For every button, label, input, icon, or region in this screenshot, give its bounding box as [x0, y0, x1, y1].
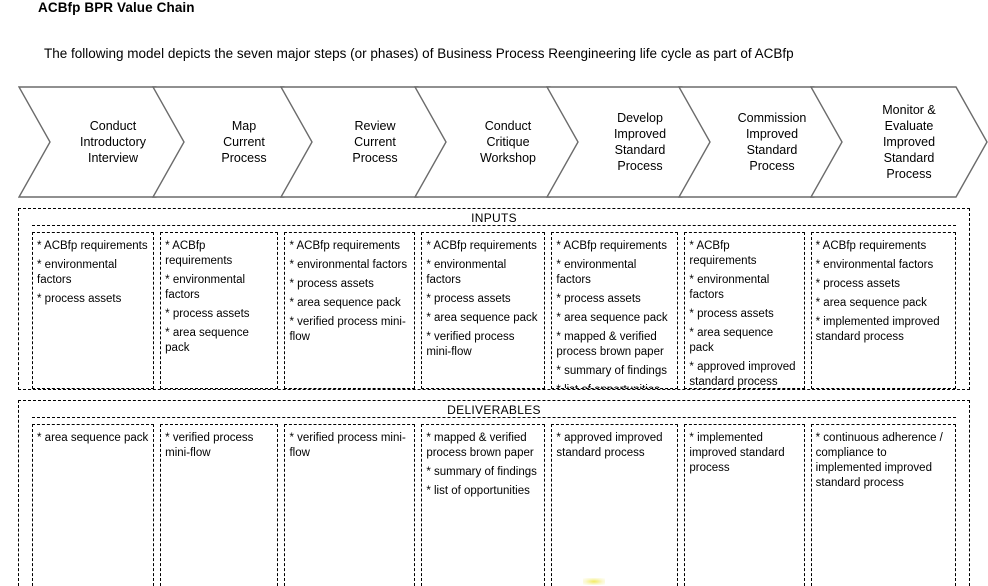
deliverables-column-7: * continuous adherence / compliance to i… — [810, 424, 956, 586]
inputs-section-title: INPUTS — [19, 211, 969, 225]
list-item: * continuous adherence / compliance to i… — [815, 432, 943, 489]
list-item: * implemented improved standard process — [689, 432, 785, 474]
deliverables-columns: * area sequence pack * verified process m… — [32, 424, 956, 586]
list-item: * approved improved standard process — [689, 361, 796, 388]
deliverables-section: DELIVERABLES * area sequence pack * verif… — [18, 400, 970, 586]
list-item: * area sequence pack — [37, 432, 149, 444]
list-item: * area sequence pack — [689, 327, 774, 354]
list-item: * environmental factors — [426, 259, 507, 286]
deliverables-section-title: DELIVERABLES — [19, 403, 969, 417]
list-item: * environmental factors — [815, 259, 934, 271]
inputs-column-5: * ACBfp requirements * environmental fact… — [551, 232, 679, 389]
deliverables-column-6: * implemented improved standard process — [684, 424, 805, 586]
list-item: * environmental factors — [289, 259, 408, 271]
list-item: * ACBfp requirements — [426, 240, 537, 252]
list-item: * list of opportunities — [426, 485, 530, 497]
list-item: * process assets — [426, 293, 511, 305]
list-item: * process assets — [165, 308, 250, 320]
list-item: * area sequence pack — [815, 297, 927, 309]
chevron-shape — [810, 86, 988, 198]
deliverables-column-2: * verified process mini-flow — [160, 424, 279, 586]
list-item: * approved improved standard process — [556, 432, 663, 459]
deliverables-column-5: * approved improved standard process — [551, 424, 679, 586]
list-item: * ACBfp requirements — [689, 240, 757, 267]
list-item: * summary of findings — [556, 365, 667, 377]
inputs-column-6: * ACBfp requirements * environmental fact… — [684, 232, 805, 389]
list-item: * environmental factors — [37, 259, 117, 286]
list-item: * area sequence pack — [556, 312, 668, 324]
list-item: * ACBfp requirements — [289, 240, 401, 252]
list-item: * environmental factors — [689, 274, 770, 301]
inputs-section-inner: * ACBfp requirements * environmental fact… — [32, 225, 956, 389]
list-item: * mapped & verified process brown paper — [556, 331, 664, 358]
list-item: * list of opportunities — [556, 383, 673, 388]
list-item: * process assets — [37, 293, 122, 305]
deliverables-section-inner: * area sequence pack * verified process m… — [32, 417, 956, 586]
list-item: * process assets — [556, 293, 641, 305]
list-item: * area sequence pack — [426, 312, 538, 324]
list-item: * environmental factors — [165, 274, 246, 301]
inputs-column-3: * ACBfp requirements * environmental fact… — [284, 232, 416, 389]
list-item: * ACBfp requirements — [37, 240, 148, 252]
list-item: * summary of findings — [426, 466, 537, 478]
deliverables-column-3: * verified process mini-flow — [284, 424, 416, 586]
inputs-column-2: * ACBfp requirements * environmental fact… — [160, 232, 279, 389]
list-item: * area sequence pack — [289, 297, 401, 309]
list-item: * area sequence pack — [165, 327, 249, 354]
inputs-column-7: * ACBfp requirements * environmental fact… — [810, 232, 956, 389]
inputs-column-4: * ACBfp requirements * environmental fact… — [421, 232, 546, 389]
list-item: * ACBfp requirements — [815, 240, 927, 252]
list-item: * mapped & verified process brown paper — [426, 432, 534, 459]
list-item: * ACBfp requirements — [165, 240, 233, 267]
list-item: * verified process mini-flow — [426, 331, 515, 358]
page-title: ACBfp BPR Value Chain — [38, 0, 195, 15]
list-item: * verified process mini-flow — [165, 432, 254, 459]
list-item: * ACBfp requirements — [556, 240, 667, 252]
inputs-section: INPUTS * ACBfp requirements * environment… — [18, 208, 970, 390]
deliverables-column-4: * mapped & verified process brown paper *… — [421, 424, 546, 586]
deliverables-column-1: * area sequence pack — [32, 424, 155, 586]
list-item: * process assets — [689, 308, 774, 320]
list-item: * implemented improved standard process — [815, 316, 940, 343]
list-item: * verified process mini-flow — [289, 432, 406, 459]
inputs-column-1: * ACBfp requirements * environmental fact… — [32, 232, 155, 389]
page-subtitle: The following model depicts the seven ma… — [44, 46, 794, 61]
list-item: * verified process mini-flow — [289, 316, 406, 343]
list-item: * environmental factors — [556, 259, 637, 286]
list-item: * process assets — [289, 278, 374, 290]
list-item: * process assets — [815, 278, 901, 290]
inputs-columns: * ACBfp requirements * environmental fact… — [32, 232, 956, 389]
